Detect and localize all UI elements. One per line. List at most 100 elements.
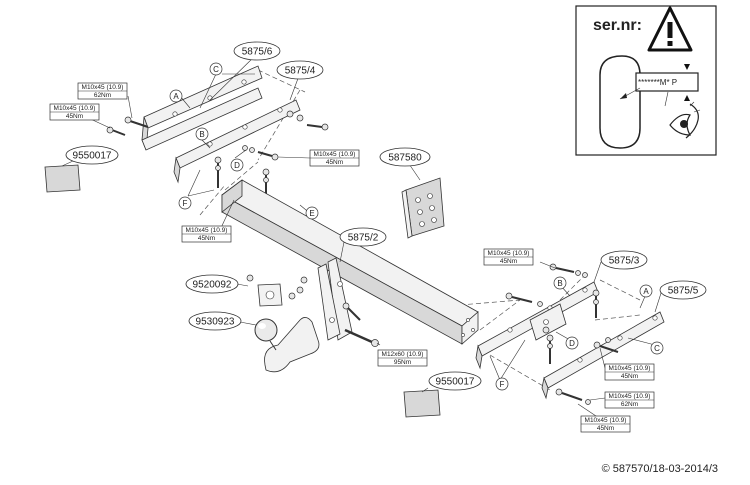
callout-c: C [209,62,223,76]
bolt-icon [242,145,279,161]
serial-value: *******M* P [638,78,677,87]
eye-icon [669,101,701,139]
callout-d: D [230,158,244,172]
callout-c: C [650,341,664,355]
svg-text:D: D [234,161,240,170]
warning-icon [647,6,693,52]
torque-value: 45Nm [621,373,638,380]
torque-spec-a: M10x45 (10.9) 62Nm [77,82,128,100]
svg-text:A: A [173,92,179,101]
serial-info-box: ser.nr: *******M* P [575,5,717,156]
bolt-icon [124,116,149,128]
callout-a: A [639,284,653,298]
svg-text:C: C [654,344,660,353]
bolt-icon [286,110,329,131]
part-label-main-bar: 5875/2 [339,227,387,247]
torque-spec-d: M10x45 (10.9) 45Nm [181,225,232,243]
reflector-left [44,164,81,193]
tow-ball [254,317,320,373]
part-number: 9550017 [436,377,475,388]
torque-value: 45Nm [597,425,614,432]
part-number: 587580 [388,153,422,164]
bolt-size: M10x45 (10.9) [82,84,124,91]
nut-icon [542,289,600,364]
part-label-reflector-right: 9550017 [428,371,482,391]
serial-label: ser.nr: [593,17,642,34]
part-label-side-bracket-right-outer: 5875/5 [659,280,707,300]
torque-spec-c: M10x45 (10.9) 45Nm [309,149,360,167]
torque-spec-h: M10x45 (10.9) 62Nm [604,391,655,409]
bolt-size: M10x45 (10.9) [585,417,627,424]
callout-a: A [169,89,183,103]
part-label-tow-ball: 9530923 [188,311,242,331]
torque-value: 62Nm [621,401,638,408]
torque-spec-b: M10x45 (10.9) 45Nm [49,103,100,121]
part-number: 5875/2 [348,233,379,244]
part-label-ball-flange: 9520092 [185,274,239,294]
part-label-side-bracket-left-top: 5875/6 [233,41,281,61]
bolt-size: M10x45 (10.9) [186,227,228,234]
svg-text:C: C [213,65,219,74]
svg-text:B: B [557,279,562,288]
svg-text:F: F [183,199,188,208]
torque-spec-g: M10x45 (10.9) 45Nm [604,363,655,381]
part-number: 5875/4 [285,66,316,77]
svg-text:A: A [643,287,649,296]
bolt-size: M10x45 (10.9) [314,151,356,158]
ball-flange [246,274,296,307]
torque-spec-i: M10x45 (10.9) 45Nm [580,415,631,433]
bolt-size: M10x45 (10.9) [488,250,530,257]
part-label-side-bracket-left: 5875/4 [276,60,324,80]
bolt-size: M10x45 (10.9) [54,105,96,112]
letter-callouts: A C B D F E B A [169,62,664,391]
serial-plate-illustration: *******M* P [599,55,699,149]
callout-b: B [195,127,209,141]
torque-spec-f: M12x60 (10.9) 95Nm [377,349,428,367]
part-number: 9520092 [193,280,232,291]
ball-mount-plates [317,257,353,341]
bolt-icon [106,126,126,136]
svg-text:B: B [199,130,204,139]
torque-value: 62Nm [94,92,111,99]
bolt-size: M12x60 (10.9) [382,351,424,358]
part-number: 5875/5 [668,286,699,297]
part-number: 5875/6 [242,47,273,58]
torque-spec-e: M10x45 (10.9) 45Nm [483,248,534,266]
part-number: 5875/3 [609,256,640,267]
copyright-text: © 587570/18-03-2014/3 [602,463,718,475]
svg-text:E: E [309,209,314,218]
main-cross-bar [221,179,479,345]
reflector-right [403,389,441,418]
callout-d: D [565,336,579,350]
bolt-icon [555,337,619,405]
part-number: 9530923 [196,317,235,328]
left-side-bracket-outer [141,65,263,151]
callout-b: B [553,276,567,290]
bolt-size: M10x45 (10.9) [609,365,651,372]
svg-text:F: F [500,380,505,389]
bolt-icon [505,292,543,307]
torque-value: 45Nm [500,258,517,265]
svg-text:D: D [569,339,575,348]
assembly-guide-lines [199,69,641,391]
bolt-icon [549,263,588,278]
callout-e: E [305,206,319,220]
pointer-down-icon [684,64,690,70]
torque-value: 45Nm [198,235,215,242]
right-mount-plate [529,303,567,341]
torque-value: 45Nm [66,113,83,120]
callout-f: F [178,196,192,210]
part-number: 9550017 [73,151,112,162]
left-side-bracket-inner [173,99,301,184]
part-label-bracket-plate: 587580 [379,147,431,167]
pointer-up-icon [684,95,690,101]
bolt-size: M10x45 (10.9) [609,393,651,400]
bolt-icon [296,276,379,347]
part-label-reflector-left: 9550017 [65,145,119,165]
bracket-plate [401,177,445,239]
part-label-side-bracket-right: 5875/3 [600,250,648,270]
torque-value: 45Nm [326,159,343,166]
callout-f: F [495,377,509,391]
torque-value: 95Nm [394,359,411,366]
